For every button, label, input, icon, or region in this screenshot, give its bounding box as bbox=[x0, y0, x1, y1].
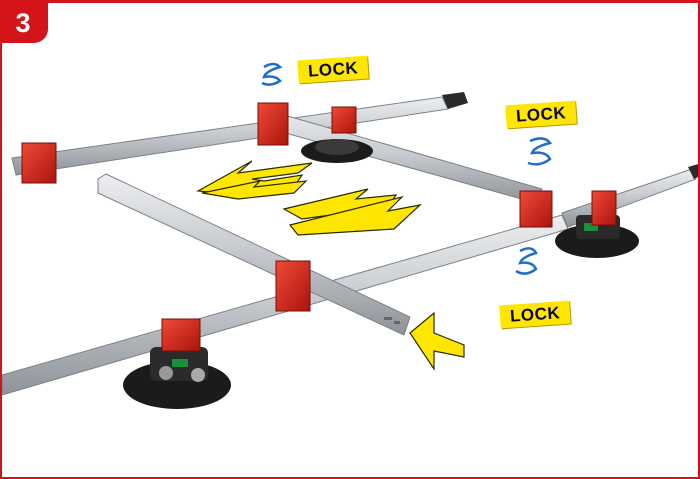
lock-label: LOCK bbox=[515, 103, 566, 126]
rail-cross-right bbox=[264, 111, 542, 203]
clamp-icon bbox=[258, 103, 288, 145]
suction-cup-icon bbox=[301, 139, 373, 163]
lock-label: LOCK bbox=[307, 58, 358, 81]
push-arrow-icon bbox=[410, 313, 464, 369]
rotate-lock-arrow-icon bbox=[262, 64, 280, 85]
lock-tag-top: LOCK bbox=[297, 56, 369, 84]
lock-tag-right: LOCK bbox=[505, 101, 577, 129]
clamp-icon bbox=[520, 191, 552, 227]
rotate-lock-arrow-icon bbox=[516, 248, 536, 273]
clamp-icon bbox=[276, 261, 310, 311]
clamp-icon bbox=[592, 191, 616, 225]
clamp-icon bbox=[332, 107, 356, 133]
suction-cup-icon bbox=[123, 347, 231, 409]
lock-tag-bottom: LOCK bbox=[499, 301, 571, 329]
step-number-badge: 3 bbox=[2, 3, 48, 43]
clamp-icon bbox=[162, 319, 200, 351]
clamp-icon bbox=[22, 143, 56, 183]
lock-label: LOCK bbox=[509, 303, 560, 326]
rotate-lock-arrow-icon bbox=[528, 138, 550, 164]
step-number: 3 bbox=[15, 8, 30, 39]
slide-arrows-icon bbox=[198, 161, 420, 235]
